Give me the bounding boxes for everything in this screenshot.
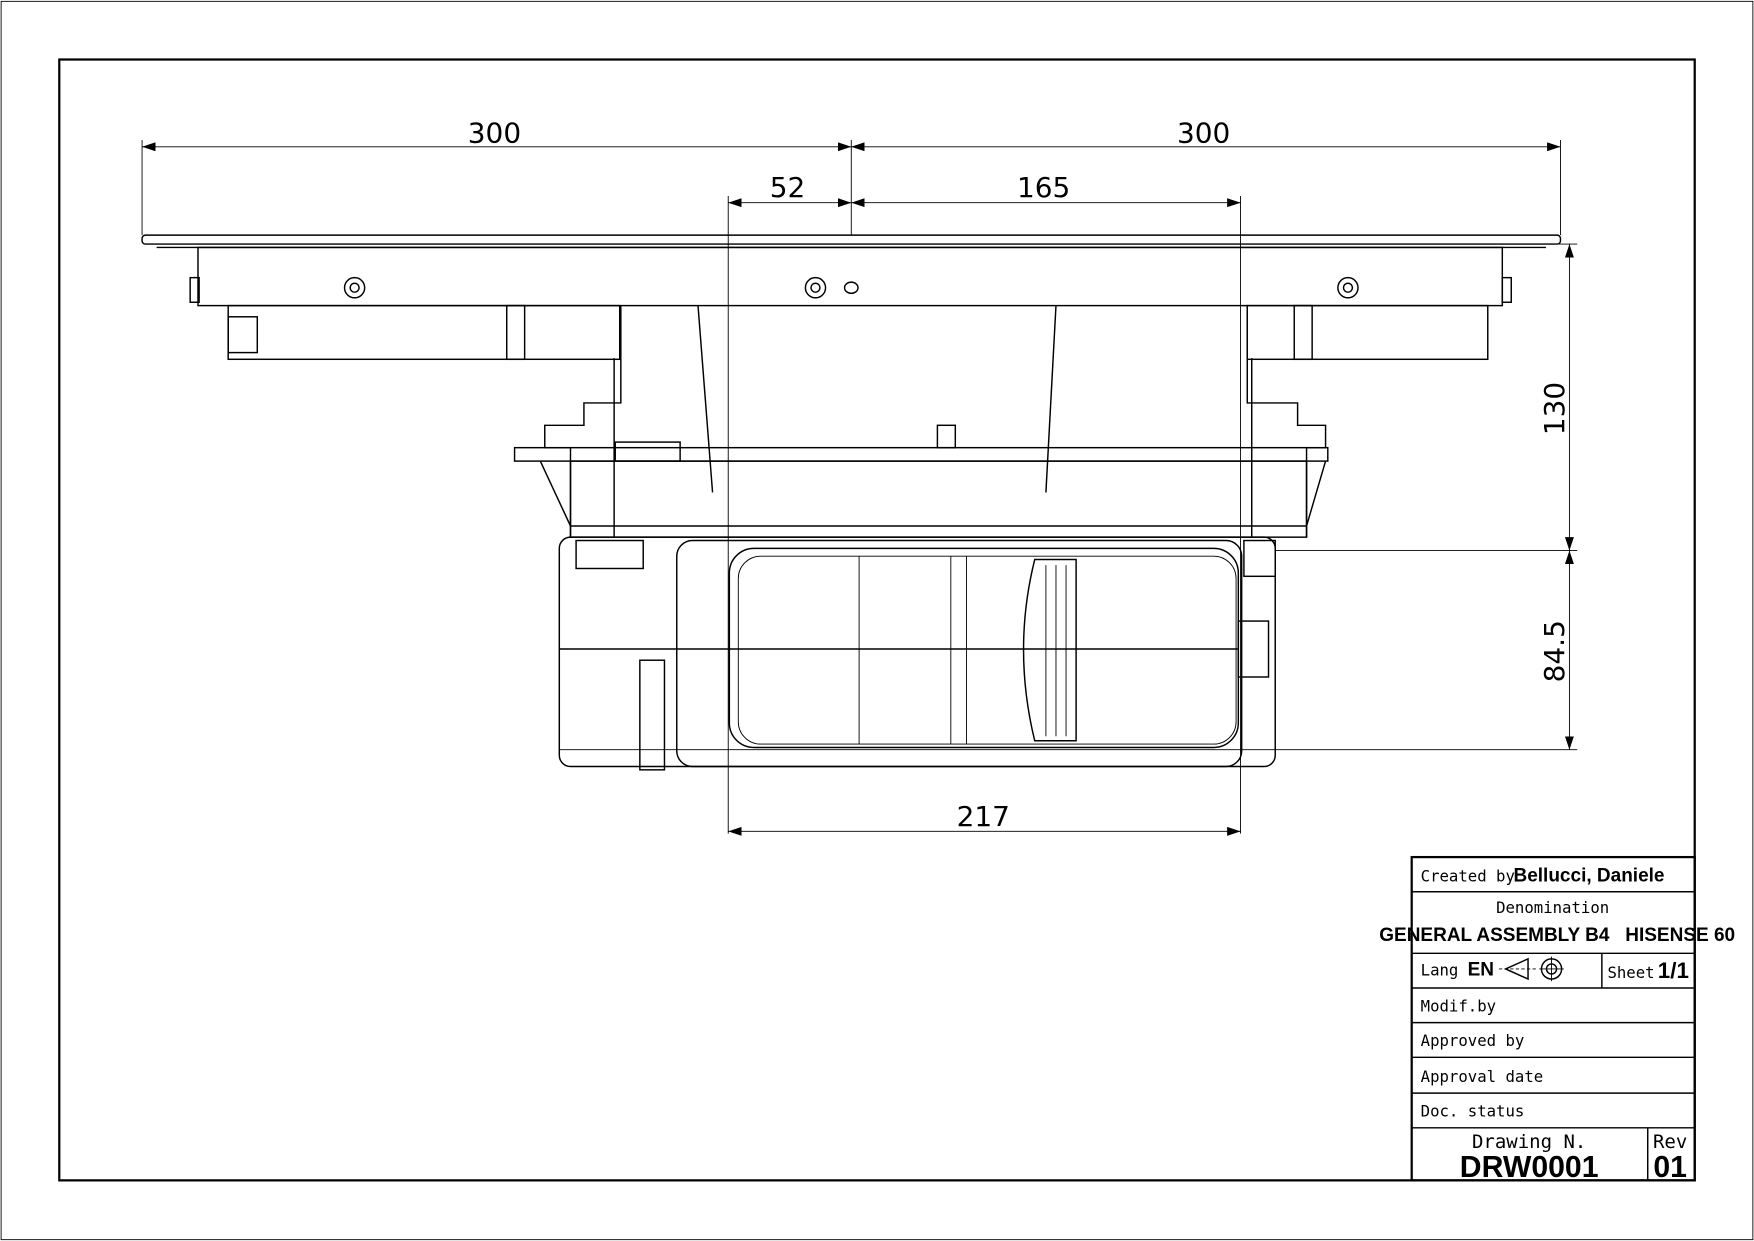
- approved-by-label: Approved by: [1421, 1031, 1525, 1050]
- created-by-label: Created by: [1421, 867, 1515, 886]
- dim-height-lower: 84.5: [1538, 620, 1571, 682]
- denomination-value: GENERAL ASSEMBLY B4 HISENSE 60: [1379, 925, 1735, 946]
- modif-by-label: Modif.by: [1421, 996, 1496, 1015]
- rev-value: 01: [1653, 1151, 1687, 1184]
- rev-label: Rev: [1653, 1131, 1687, 1153]
- dim-top-right: 300: [1177, 116, 1230, 149]
- dim-offset-left: 52: [770, 171, 806, 204]
- doc-status-label: Doc. status: [1421, 1102, 1525, 1121]
- dim-bottom-width: 217: [957, 800, 1010, 833]
- drawing-frame: [58, 58, 1696, 1182]
- dim-height-upper: 130: [1538, 382, 1571, 435]
- lang-label: Lang: [1421, 961, 1459, 980]
- title-block: Created by Bellucci, Daniele Denominatio…: [1379, 855, 1735, 1184]
- sheet-label: Sheet: [1607, 963, 1654, 982]
- lang-value: EN: [1468, 960, 1494, 981]
- projection-symbol-icon: [1498, 956, 1564, 982]
- dim-top-left: 300: [468, 116, 521, 149]
- created-by-value: Bellucci, Daniele: [1513, 866, 1664, 887]
- denomination-label: Denomination: [1496, 898, 1609, 917]
- approval-date-label: Approval date: [1421, 1067, 1544, 1086]
- drawing-number-label: Drawing N.: [1472, 1131, 1586, 1153]
- dim-offset-right: 165: [1017, 171, 1070, 204]
- dimensions: 300 300 52 165 130 84.5 217: [141, 116, 1578, 836]
- sheet-value: 1/1: [1658, 958, 1689, 983]
- drawing-number-value: DRW0001: [1460, 1151, 1599, 1184]
- hob-assembly-side-view: [141, 234, 1562, 771]
